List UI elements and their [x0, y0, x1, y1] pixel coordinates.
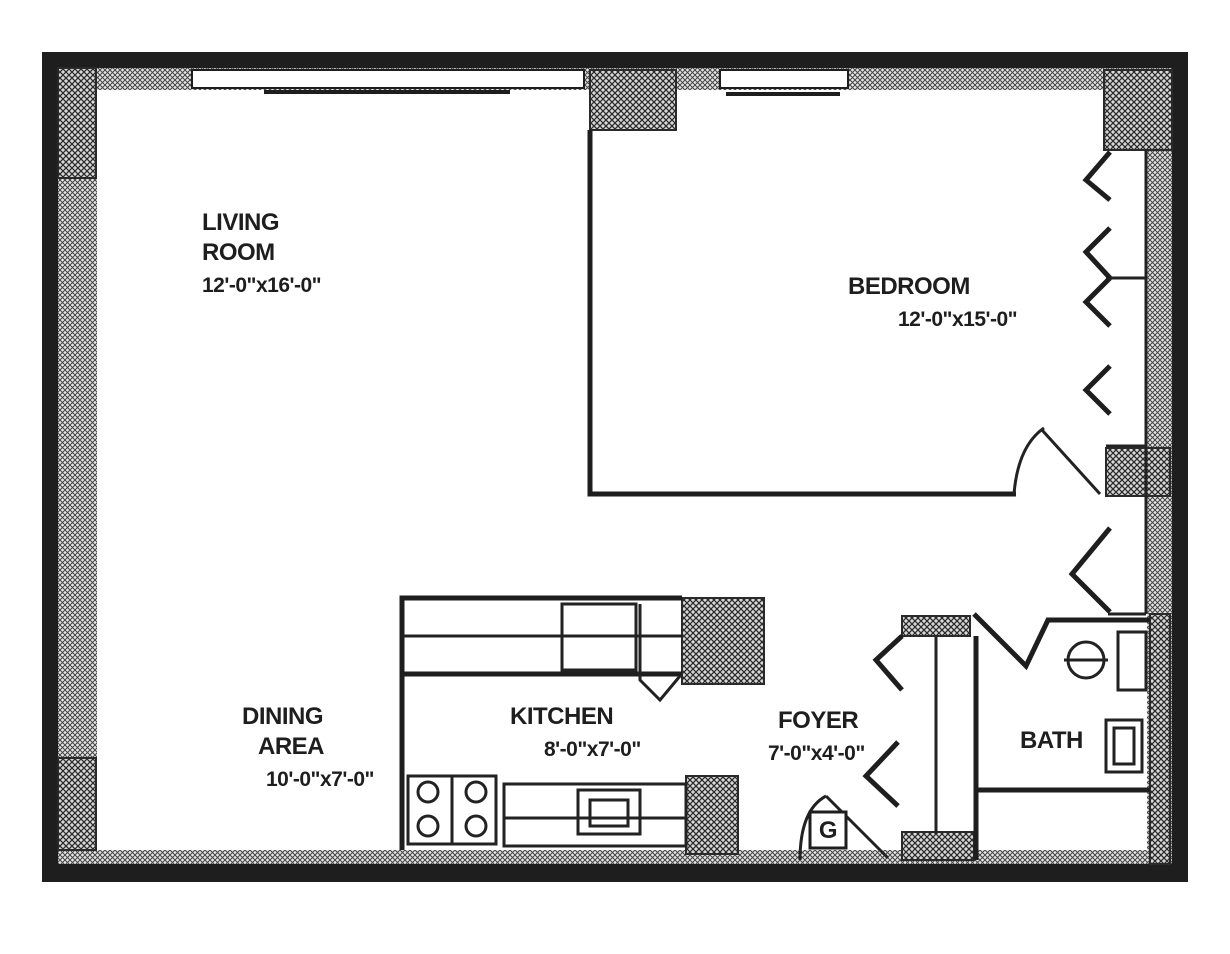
living-room-name-line2: ROOM	[202, 239, 275, 266]
dining-area-name-line2: AREA	[258, 733, 324, 760]
dining-area-name-line1: DINING	[242, 703, 323, 730]
living-room-name-line1: LIVING	[202, 209, 279, 236]
interior-walls	[399, 130, 1150, 860]
living-room-dimensions: 12'-0"x16'-0"	[202, 274, 321, 297]
dining-area-dimensions: 10'-0"x7'-0"	[266, 768, 374, 791]
room-label-bedroom: BEDROOM 12'-0"x15'-0"	[848, 273, 1018, 331]
foyer-dimensions: 7'-0"x4'-0"	[768, 742, 865, 765]
gas-meter-label: G	[819, 817, 837, 844]
room-label-kitchen: KITCHEN 8'-0"x7'-0"	[510, 703, 641, 761]
bedroom-name: BEDROOM	[848, 273, 970, 300]
bath-fixtures	[972, 612, 1150, 774]
windows	[191, 69, 849, 96]
kitchen-dimensions: 8'-0"x7'-0"	[544, 738, 641, 761]
kitchen-name: KITCHEN	[510, 703, 613, 730]
gas-meter: G	[808, 810, 848, 850]
room-label-bath: BATH	[1020, 727, 1083, 754]
entry-door	[798, 794, 890, 861]
kitchen-fixtures	[402, 602, 688, 848]
exterior-walls	[42, 52, 1188, 882]
room-label-foyer: FOYER 7'-0"x4'-0"	[768, 707, 865, 765]
closet-doors	[862, 150, 1112, 808]
foyer-name: FOYER	[778, 707, 858, 734]
room-label-living: LIVING ROOM 12'-0"x16'-0"	[202, 209, 322, 297]
room-label-dining: DINING AREA 10'-0"x7'-0"	[242, 703, 374, 791]
bath-name: BATH	[1020, 727, 1083, 754]
bedroom-dimensions: 12'-0"x15'-0"	[898, 308, 1017, 331]
structural-columns	[57, 67, 1173, 865]
